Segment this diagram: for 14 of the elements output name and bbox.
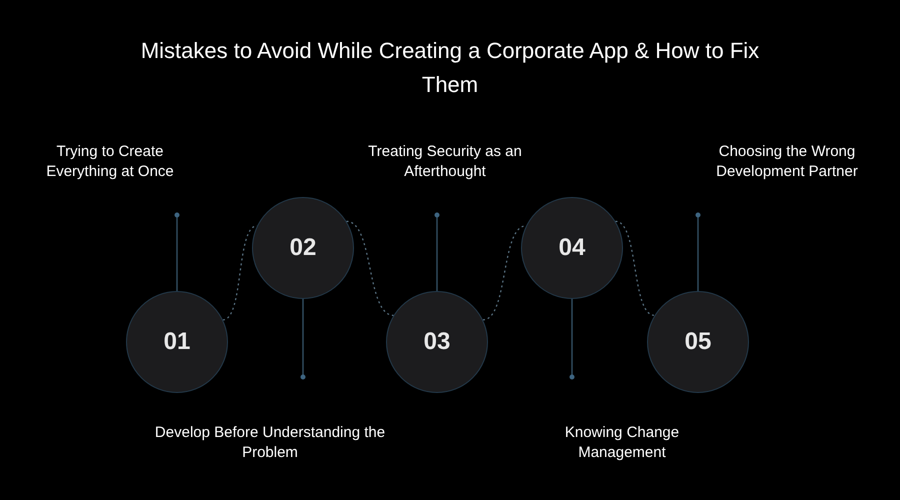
step-number: 05 xyxy=(684,327,712,357)
step-caption: Develop Before Understanding the Problem xyxy=(154,423,386,463)
step-number: 03 xyxy=(424,327,450,357)
step-caption: Trying to Create Everything at Once xyxy=(45,142,175,182)
step-number: 04 xyxy=(558,233,586,263)
step-number: 02 xyxy=(290,233,316,263)
step-caption: Knowing Change Management xyxy=(564,423,680,463)
step-caption: Treating Security as an Afterthought xyxy=(367,142,523,182)
dotted-connector xyxy=(482,225,526,320)
title: Mistakes to Avoid While Creating a Corporate App & How to Fix Them xyxy=(140,37,760,99)
dotted-connector xyxy=(346,220,394,316)
dotted-connector xyxy=(615,220,655,316)
step-caption: Choosing the Wrong Development Partner xyxy=(715,142,859,182)
step-number: 01 xyxy=(164,327,190,357)
